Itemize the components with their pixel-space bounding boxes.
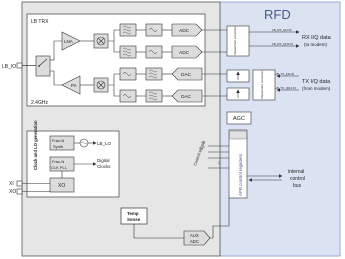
dac-i-label: DAC	[181, 72, 192, 78]
apb-label: APB control registers	[238, 153, 243, 196]
rx-filter-q	[119, 45, 137, 59]
frac-n-synth-l1: Frac-N	[52, 138, 64, 143]
lb-io-pin	[16, 62, 23, 69]
rx-impairment-block	[226, 25, 250, 57]
lb-io-label: LB_IO	[2, 64, 16, 70]
aux-adc-l2: ADC	[190, 239, 199, 244]
tx-data-label: TX I/Q data	[302, 79, 331, 85]
dac-q-label: DAC	[181, 94, 192, 100]
xi-pin-label: XI	[9, 181, 14, 187]
pa-label: PA	[71, 83, 77, 88]
lna-label: LNA	[64, 39, 73, 44]
rx-filter-i	[119, 23, 137, 37]
digital-clocks-l2: Clocks	[97, 164, 111, 169]
tx-signal-q: LB_TX_Q[11:0]	[275, 86, 296, 90]
temp-sense-l2: Sense	[127, 217, 141, 222]
rx-data-label: RX I/Q data	[302, 35, 332, 41]
rx-data-sub: (to modem)	[304, 42, 328, 47]
rx-impairment-label: Impairment correction	[233, 26, 237, 55]
agc-block	[226, 111, 252, 125]
internal-bus-label-3: bus	[293, 183, 302, 189]
digital-clocks-l1: Digital	[97, 158, 110, 163]
dac-q	[171, 89, 203, 103]
temp-sense-l1: Temp	[127, 211, 139, 216]
tx-filter-i2	[145, 67, 163, 81]
frac-n-clk-l2: CLK PLL	[51, 165, 68, 170]
internal-bus-label-1: internal	[288, 169, 304, 175]
tx-impairment-label: Impairment correction	[260, 70, 264, 99]
rf-switch	[35, 55, 51, 77]
dac-i	[171, 67, 203, 81]
adc-i	[171, 23, 203, 37]
frac-n-synth-l2: Synth	[53, 144, 63, 149]
tx-signal-i: LB_TX_I[11:0]	[275, 72, 294, 76]
adc-q	[171, 45, 203, 59]
xi-pin	[16, 180, 23, 187]
tx-filter-q2	[145, 89, 163, 103]
frac-n-clk-l1: Frac-N	[52, 159, 64, 164]
xo-pin	[16, 188, 23, 195]
aux-adc	[183, 230, 211, 246]
lb-lo-label: LB_LO	[97, 141, 112, 146]
adc-q-label: ADC	[179, 50, 190, 56]
apb-registers-block	[228, 129, 248, 199]
aux-adc-l1: AUX	[190, 233, 199, 238]
freq-label: 2.4GHz	[31, 100, 48, 106]
rx-filter-i2	[145, 23, 163, 37]
agc-label: AGC	[233, 116, 245, 122]
tx-data-sub: (from modem)	[302, 86, 331, 91]
lb-trx-label: LB TRX	[31, 19, 49, 25]
xo-block-label: XO	[58, 183, 65, 189]
rx-signal-q: LB_RX_Q[11:0]	[272, 42, 293, 46]
clock-gen-label: Clock and LO generation	[33, 120, 38, 170]
rx-filter-q2	[145, 45, 163, 59]
tx-filter-q	[119, 89, 137, 103]
rfd-title: RFD	[264, 7, 291, 22]
tx-filter-i	[119, 67, 137, 81]
adc-i-label: ADC	[179, 28, 190, 34]
internal-bus-label-2: control	[290, 176, 305, 182]
tx-impairment-block	[252, 69, 276, 101]
xo-pin-label: XO	[9, 189, 16, 195]
rx-signal-i: LB_RX_I[11:0]	[272, 28, 291, 32]
